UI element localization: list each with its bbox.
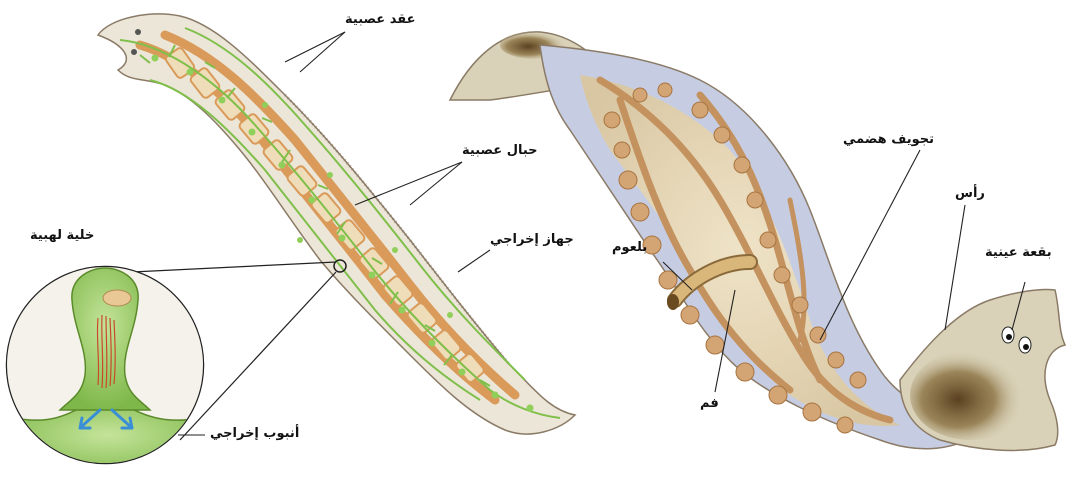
label-pharynx: بلعوم bbox=[612, 240, 647, 255]
label-nerve-cords: حبال عصبية bbox=[462, 143, 538, 158]
label-head: رأس bbox=[955, 186, 985, 201]
eyespot bbox=[131, 49, 137, 55]
label-digestive-cavity: تجويف هضمي bbox=[843, 132, 934, 147]
label-excretory-tubule: أنبوب إخراجي bbox=[210, 426, 299, 441]
eyespot bbox=[135, 29, 141, 35]
label-eyespot: بقعة عينية bbox=[985, 245, 1052, 260]
label-excretory-system: جهاز إخراجي bbox=[490, 232, 574, 247]
label-nerve-ganglia: عقد عصبية bbox=[345, 12, 415, 27]
label-flame-cell: خلية لهبية bbox=[30, 228, 94, 243]
label-mouth: فم bbox=[700, 396, 719, 411]
flame-cell-magnified bbox=[0, 250, 336, 478]
